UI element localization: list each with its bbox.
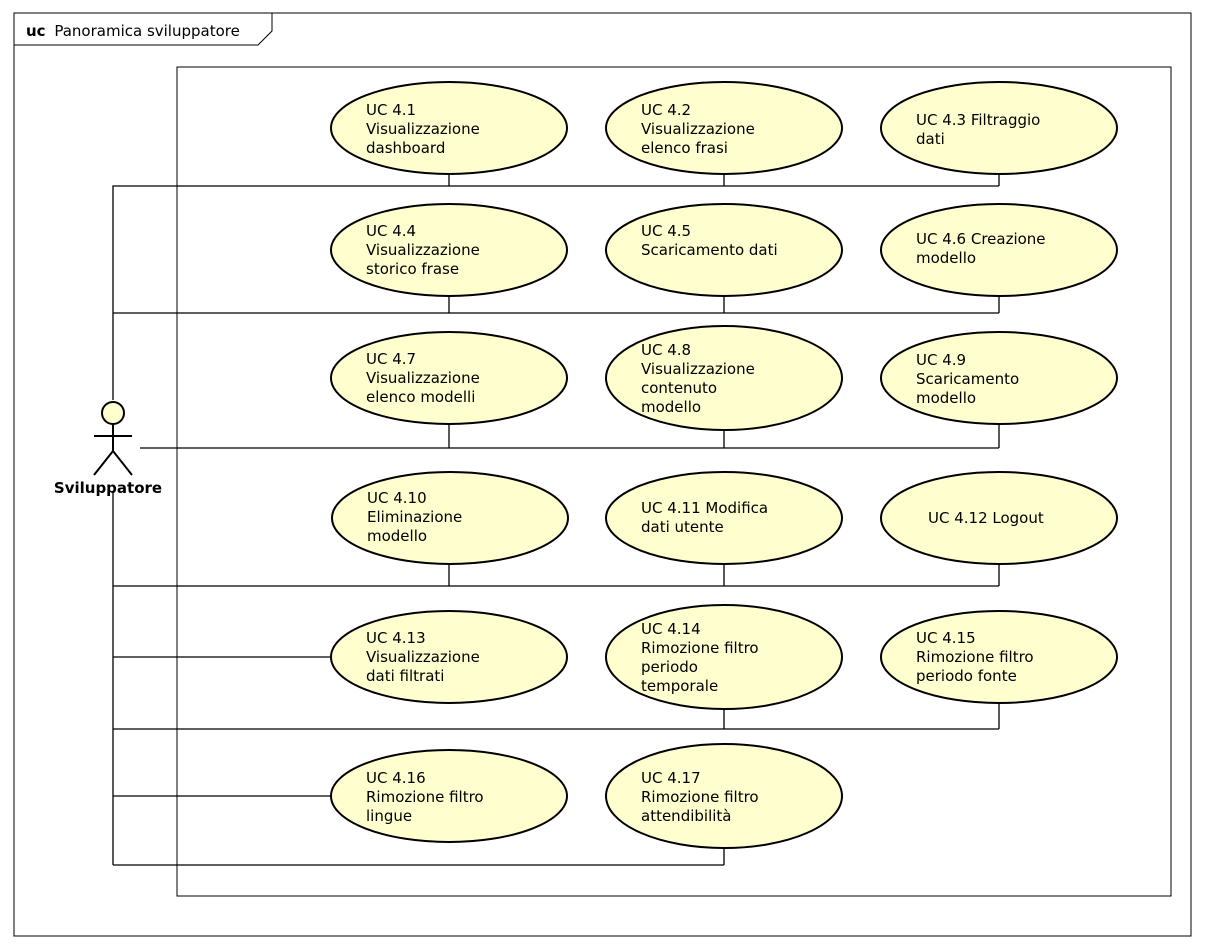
usecase-4-15-label: UC 4.15 Rimozione filtro periodo fonte xyxy=(916,629,1038,685)
usecase-4-2[interactable]: UC 4.2 Visualizzazione elenco frasi xyxy=(605,81,843,175)
actor-stick-figure-icon xyxy=(93,401,133,476)
association-row-2 xyxy=(113,296,1000,314)
usecase-4-11-label: UC 4.11 Modifica dati utente xyxy=(641,499,773,536)
frame-title: uc Panoramica sviluppatore xyxy=(26,22,240,40)
usecase-4-1-label: UC 4.1 Visualizzazione dashboard xyxy=(366,101,485,157)
association-row-5 xyxy=(113,656,1000,730)
association-row-3 xyxy=(140,424,1000,449)
usecase-4-14-label: UC 4.14 Rimozione filtro periodo tempora… xyxy=(641,620,763,695)
usecase-4-9-label: UC 4.9 Scaricamento modello xyxy=(916,351,1024,407)
system-boundary xyxy=(176,66,1172,897)
usecase-4-16-label: UC 4.16 Rimozione filtro lingue xyxy=(366,769,488,825)
actor-sviluppatore[interactable]: Sviluppatore xyxy=(54,401,162,497)
usecase-4-6[interactable]: UC 4.6 Creazione modello xyxy=(880,203,1118,297)
usecase-4-12[interactable]: UC 4.12 Logout xyxy=(880,471,1118,565)
usecase-4-10[interactable]: UC 4.10 Eliminazione modello xyxy=(331,471,569,565)
usecase-4-7[interactable]: UC 4.7 Visualizzazione elenco modelli xyxy=(330,331,568,425)
usecase-4-11[interactable]: UC 4.11 Modifica dati utente xyxy=(605,471,843,565)
usecase-4-8[interactable]: UC 4.8 Visualizzazione contenuto modello xyxy=(605,325,843,431)
usecase-4-16[interactable]: UC 4.16 Rimozione filtro lingue xyxy=(330,749,568,843)
usecase-4-10-label: UC 4.10 Eliminazione modello xyxy=(367,489,467,545)
diagram-frame: uc Panoramica sviluppatore xyxy=(13,12,1192,937)
usecase-4-13-label: UC 4.13 Visualizzazione dati filtrati xyxy=(366,629,485,685)
usecase-4-17-label: UC 4.17 Rimozione filtro attendibilità xyxy=(641,769,763,825)
usecase-4-8-label: UC 4.8 Visualizzazione contenuto modello xyxy=(641,341,760,416)
usecase-4-15[interactable]: UC 4.15 Rimozione filtro periodo fonte xyxy=(880,610,1118,704)
usecase-4-4[interactable]: UC 4.4 Visualizzazione storico frase xyxy=(330,203,568,297)
usecase-4-4-label: UC 4.4 Visualizzazione storico frase xyxy=(366,222,485,278)
usecase-4-14[interactable]: UC 4.14 Rimozione filtro periodo tempora… xyxy=(605,604,843,710)
usecase-4-12-label: UC 4.12 Logout xyxy=(928,509,1044,527)
usecase-4-7-label: UC 4.7 Visualizzazione elenco modelli xyxy=(366,350,485,406)
usecase-4-6-label: UC 4.6 Creazione modello xyxy=(916,230,1050,267)
usecase-4-1[interactable]: UC 4.1 Visualizzazione dashboard xyxy=(330,81,568,175)
usecase-4-3-label: UC 4.3 Filtraggio dati xyxy=(916,111,1045,148)
associations xyxy=(112,174,1000,866)
usecase-4-13[interactable]: UC 4.13 Visualizzazione dati filtrati xyxy=(330,610,568,704)
usecase-4-2-label: UC 4.2 Visualizzazione elenco frasi xyxy=(641,101,760,157)
frame-keyword: uc xyxy=(26,22,46,40)
frame-title-text: Panoramica sviluppatore xyxy=(54,22,240,40)
association-row-4 xyxy=(113,564,1000,587)
usecase-4-3[interactable]: UC 4.3 Filtraggio dati xyxy=(880,81,1118,175)
usecase-4-5-label: UC 4.5 Scaricamento dati xyxy=(641,222,778,259)
use-cases: UC 4.1 Visualizzazione dashboard UC 4.2 … xyxy=(330,81,1118,849)
actor-name: Sviluppatore xyxy=(54,479,162,497)
association-row-6 xyxy=(113,795,725,866)
association-row-1 xyxy=(112,174,1000,400)
usecase-4-17[interactable]: UC 4.17 Rimozione filtro attendibilità xyxy=(605,743,843,849)
usecase-4-9[interactable]: UC 4.9 Scaricamento modello xyxy=(880,331,1118,425)
usecase-4-5[interactable]: UC 4.5 Scaricamento dati xyxy=(605,203,843,297)
